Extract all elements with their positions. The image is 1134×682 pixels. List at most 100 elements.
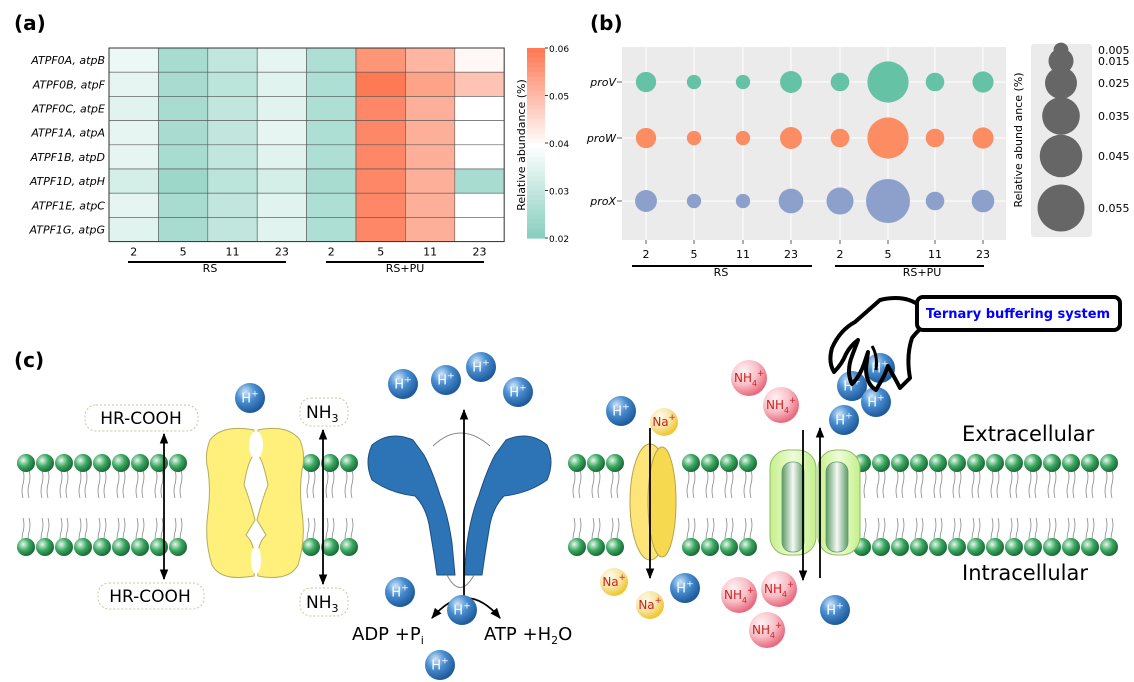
heatmap-cell	[454, 96, 505, 121]
heatmap-cell	[207, 192, 258, 218]
heatmap-cell	[306, 168, 357, 194]
heatmap-cell	[454, 192, 505, 218]
bubble-col-label: 23	[976, 248, 990, 261]
heatmap-cell	[306, 120, 357, 146]
lipid-head	[967, 454, 985, 472]
heatmap-col-label: 11	[226, 246, 240, 259]
heatmap-cell	[405, 96, 456, 121]
svg-text:H+: H+	[826, 602, 843, 619]
ions: H+H+H+H+H+H+H+H+H+H+H+H+H+H+H+Na+Na+Na+N…	[235, 352, 895, 680]
colorbar-segment	[527, 171, 545, 177]
svg-text:H+: H+	[431, 657, 448, 674]
heatmap-cell	[256, 192, 307, 218]
bubble-point	[686, 130, 702, 146]
ion: NH4+	[721, 577, 757, 613]
lipid-head	[55, 538, 73, 556]
lipid-head	[891, 538, 909, 556]
bubble-point	[735, 130, 751, 146]
colorbar-segment	[527, 228, 545, 234]
colorbar: 0.060.050.040.030.02 Relative abundance …	[515, 45, 569, 245]
ion: H+	[829, 405, 859, 435]
ion: H+	[431, 365, 461, 395]
size-legend-label: 0.055	[1098, 202, 1130, 215]
svg-text:NH4+: NH4+	[752, 620, 782, 640]
heatmap-cell	[355, 192, 406, 218]
lipid-head	[17, 454, 35, 472]
size-legend-label: 0.015	[1098, 55, 1130, 68]
lipid-head	[1081, 538, 1099, 556]
colorbar-segment	[527, 114, 545, 120]
svg-text:H+: H+	[437, 372, 454, 389]
ion: H+	[235, 383, 265, 413]
heatmap-cell	[355, 144, 406, 170]
lipid-head	[606, 538, 624, 556]
heatmap-cell	[405, 192, 456, 218]
lipid-head	[739, 454, 757, 472]
heatmap-cell	[454, 71, 505, 97]
heatmap-cell	[158, 120, 209, 146]
svg-text:NH4+: NH4+	[734, 368, 764, 388]
heatmap-border	[108, 47, 505, 243]
bubble-point	[972, 71, 994, 93]
heatmap-cell	[355, 71, 406, 97]
lipid-head	[17, 538, 35, 556]
colorbar-segment	[527, 62, 545, 68]
svg-text:H+: H+	[394, 376, 411, 393]
lipid-head	[1062, 454, 1080, 472]
heatmap-grid	[108, 47, 505, 243]
heatmap-cell	[306, 217, 357, 242]
lipid-head	[36, 454, 54, 472]
lipid-head	[568, 454, 586, 472]
lipid-head	[606, 454, 624, 472]
panel-b-label: (b)	[590, 11, 623, 35]
heatmap-cell	[158, 96, 209, 121]
colorbar-segment	[527, 105, 545, 111]
svg-text:Na+: Na+	[638, 595, 661, 612]
lipid-head	[36, 538, 54, 556]
heatmap-cell	[256, 71, 307, 97]
lipid-head	[568, 538, 586, 556]
heatmap-cell	[405, 71, 456, 97]
ion: H+	[503, 377, 533, 407]
heatmap-cell	[108, 217, 159, 242]
bubble-col-label: 2	[643, 248, 650, 261]
ion: NH4+	[763, 387, 799, 423]
heatmap-cell	[355, 120, 406, 146]
heatmap-cell	[355, 217, 406, 242]
lipid-head	[131, 454, 149, 472]
svg-text:NH4+: NH4+	[764, 579, 794, 599]
panel-a-label: (a)	[14, 11, 46, 35]
heatmap-cell	[207, 47, 258, 73]
heatmap-cell	[158, 168, 209, 194]
bubble-col-label: 2	[837, 248, 844, 261]
heatmap-cell	[108, 192, 159, 218]
size-legend-circle	[1045, 67, 1077, 99]
heatmap-cell	[454, 168, 505, 194]
atp-h2o-label: ATP +H2O	[484, 624, 572, 647]
bubble-col-label: 11	[736, 248, 750, 261]
heatmap-cell	[256, 96, 307, 121]
heatmap-col-label: 11	[423, 246, 437, 259]
colorbar-segment	[527, 57, 545, 63]
bubble-plot-background	[622, 47, 1006, 240]
svg-text:H+: H+	[843, 378, 860, 395]
hr-cooh-bottom: HR-COOH	[109, 587, 190, 607]
heatmap-cell	[108, 120, 159, 146]
svg-text:H+: H+	[676, 580, 693, 597]
svg-text:H+: H+	[612, 403, 629, 420]
bubble-row-label: proW	[586, 132, 617, 145]
heatmap-cell	[207, 120, 258, 146]
bubble-point	[971, 189, 995, 213]
colorbar-segment	[527, 176, 545, 182]
heatmap-col-label: 2	[328, 246, 335, 259]
colorbar-title: Relative abundance (%)	[515, 79, 528, 211]
heatmap-row-label: ATPF1G, atpG	[29, 224, 105, 237]
svg-text:Na+: Na+	[652, 412, 675, 429]
ion: H+	[466, 352, 496, 382]
rs-group-label: RS	[203, 262, 218, 275]
bubble-row-label: proV	[589, 76, 617, 89]
lipid-head	[948, 538, 966, 556]
heatmap-cell	[108, 168, 159, 194]
bubble-point	[830, 72, 850, 92]
